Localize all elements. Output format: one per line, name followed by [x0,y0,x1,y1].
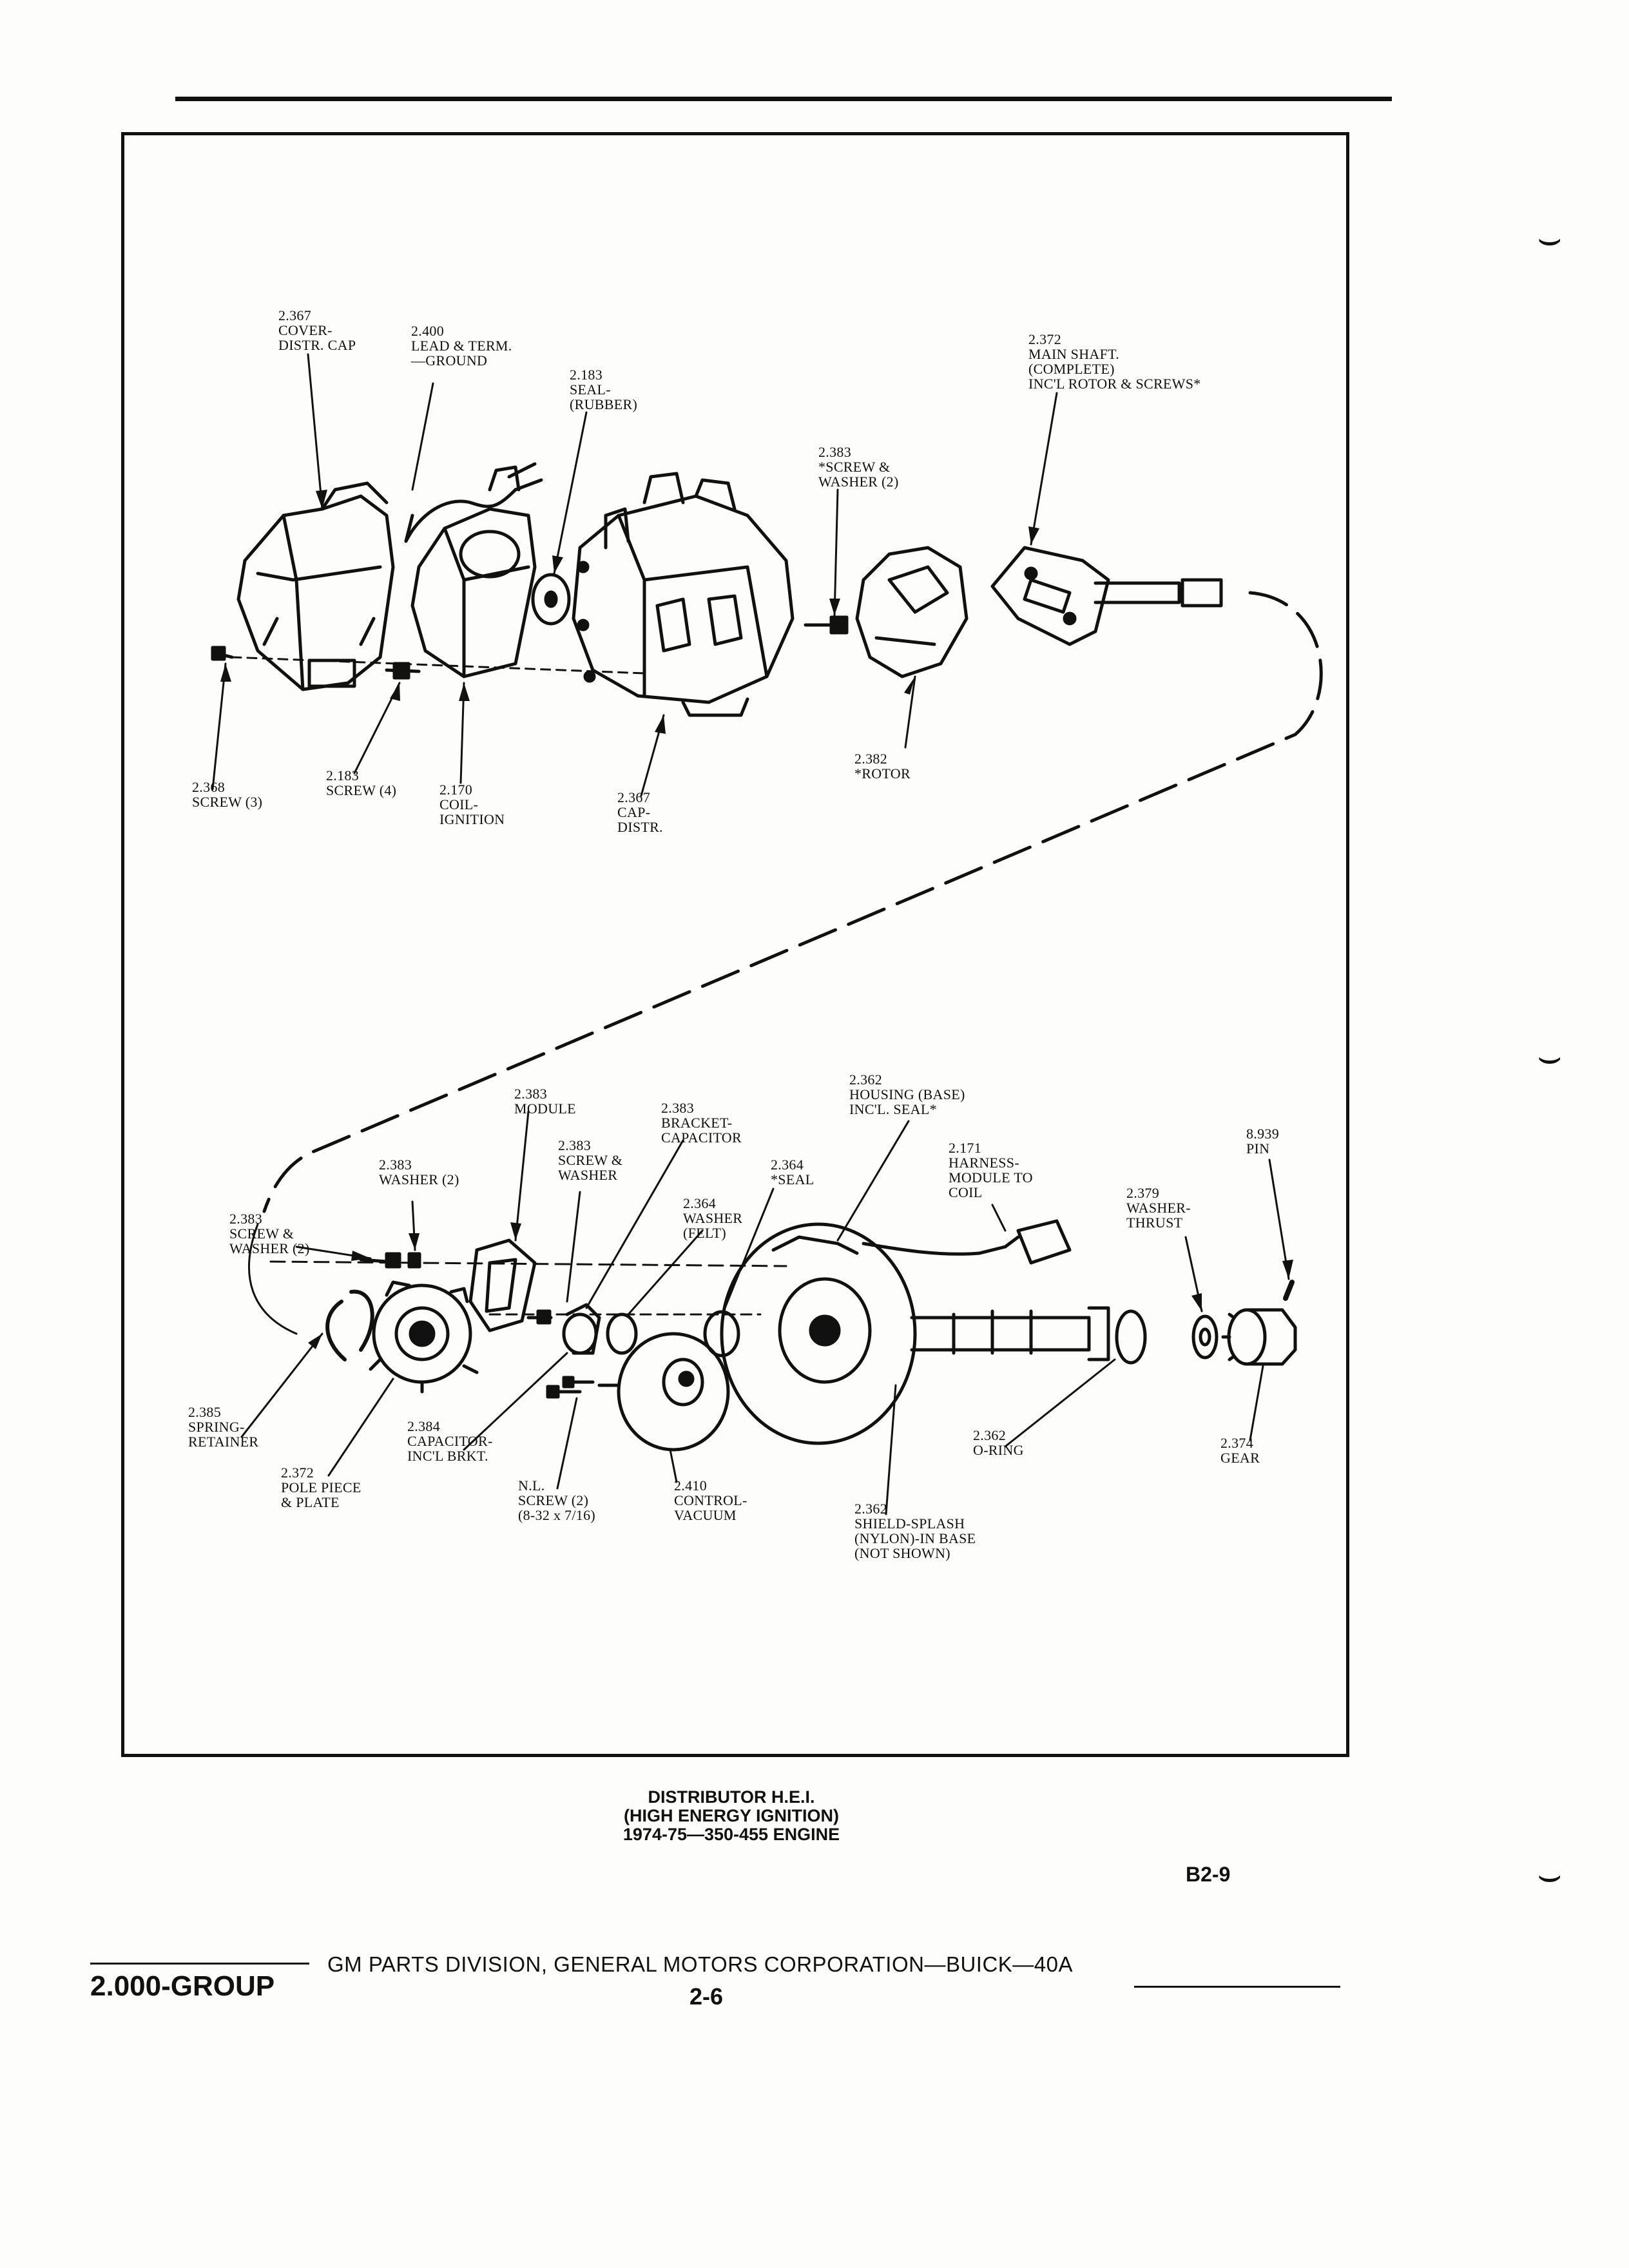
footer-division: GM PARTS DIVISION, GENERAL MOTORS CORPOR… [327,1952,1074,1976]
rotor-part [855,546,969,678]
spring-retainer-part [325,1289,374,1361]
label-screw-4: 2.183 SCREW (4) [326,767,397,798]
label-housing-base: 2.362 HOUSING (BASE) INC'L. SEAL* [849,1072,965,1117]
binder-mark: ⌣ [1537,1854,1563,1896]
label-module: 2.383 MODULE [514,1086,576,1117]
pole-piece-plate-part [369,1280,479,1394]
pin-part [1283,1280,1295,1301]
footer-rule-right [1134,1986,1340,1988]
label-main-shaft: 2.372 MAIN SHAFT. (COMPLETE) INC'L ROTOR… [1028,331,1201,392]
label-pole-piece: 2.372 POLE PIECE & PLATE [281,1465,361,1510]
binder-mark: ⌣ [1537,1035,1563,1078]
caption-line-2: (HIGH ENERGY IGNITION) [623,1806,840,1825]
felt-washer-part [606,1312,638,1355]
label-capacitor: 2.384 CAPACITOR- INC'L BRKT. [407,1418,493,1464]
main-shaft-part [990,546,1223,646]
module-part [468,1238,537,1332]
label-spring-retainer: 2.385 SPRING- RETAINER [188,1404,259,1450]
capacitor-part [562,1303,601,1355]
rubber-seal-part [531,573,571,626]
label-control-vacuum: 2.410 CONTROL- VACUUM [674,1477,747,1523]
footer-page-number: 2-6 [689,1983,724,2010]
label-lead-term-ground: 2.400 LEAD & TERM. —GROUND [411,323,512,369]
label-coil-ignition: 2.170 COIL- IGNITION [439,782,505,827]
distributor-cap-part [572,472,795,717]
gear-part [1221,1308,1297,1366]
label-nl-screw: N.L. SCREW (2) (8-32 x 7/16) [518,1477,595,1523]
thrust-washer-part [1191,1314,1219,1360]
screw-washer-part [804,615,849,635]
label-screw-3: 2.368 SCREW (3) [192,779,263,810]
caption-line-1: DISTRIBUTOR H.E.I. [648,1787,815,1807]
label-screw-washer-left: 2.383 SCREW & WASHER (2) [229,1211,310,1256]
cover-distr-cap-part [236,481,395,691]
caption-line-3: 1974-75—350-455 ENGINE [622,1825,840,1844]
housing-base-part [720,1222,1110,1445]
coil-ignition-part [410,462,543,678]
label-screw-washer-mid: 2.383 SCREW & WASHER [558,1137,623,1183]
label-bracket-capacitor: 2.383 BRACKET- CAPACITOR [661,1100,742,1146]
ground-lead-part [404,488,517,543]
vacuum-control-part [597,1332,730,1452]
label-harness: 2.171 HARNESS- MODULE TO COIL [949,1140,1033,1200]
footer-rule-left [90,1963,309,1965]
label-cover-distr-cap: 2.367 COVER- DISTR. CAP [278,307,356,353]
label-gear: 2.374 GEAR [1220,1435,1260,1466]
seal-part [703,1310,740,1358]
label-rotor: 2.382 *ROTOR [854,751,911,782]
o-ring-part [1115,1309,1147,1365]
label-seal-rubber: 2.183 SEAL- (RUBBER) [570,367,638,412]
page-code: B2-9 [1186,1863,1231,1886]
label-cap-distr: 2.367 CAP- DISTR. [617,789,663,835]
label-screw-washer-top: 2.383 *SCREW & WASHER (2) [818,444,899,490]
top-rule [175,97,1392,101]
label-washer-2: 2.383 WASHER (2) [379,1157,459,1187]
label-seal: 2.364 *SEAL [771,1157,815,1187]
label-o-ring: 2.362 O-RING [973,1427,1024,1458]
harness-part [1003,1219,1072,1265]
label-pin: 8.939 PIN [1246,1126,1279,1157]
binder-mark: ⌣ [1537,217,1563,260]
diagram-caption: DISTRIBUTOR H.E.I. (HIGH ENERGY IGNITION… [567,1788,896,1844]
label-washer-thrust: 2.379 WASHER- THRUST [1126,1185,1191,1231]
footer-group: 2.000-GROUP [90,1970,275,2002]
label-shield-splash: 2.362 SHIELD-SPLASH (NYLON)-IN BASE (NOT… [854,1501,976,1561]
label-washer-felt: 2.364 WASHER (FELT) [683,1195,743,1241]
diagram-frame [121,132,1349,1757]
